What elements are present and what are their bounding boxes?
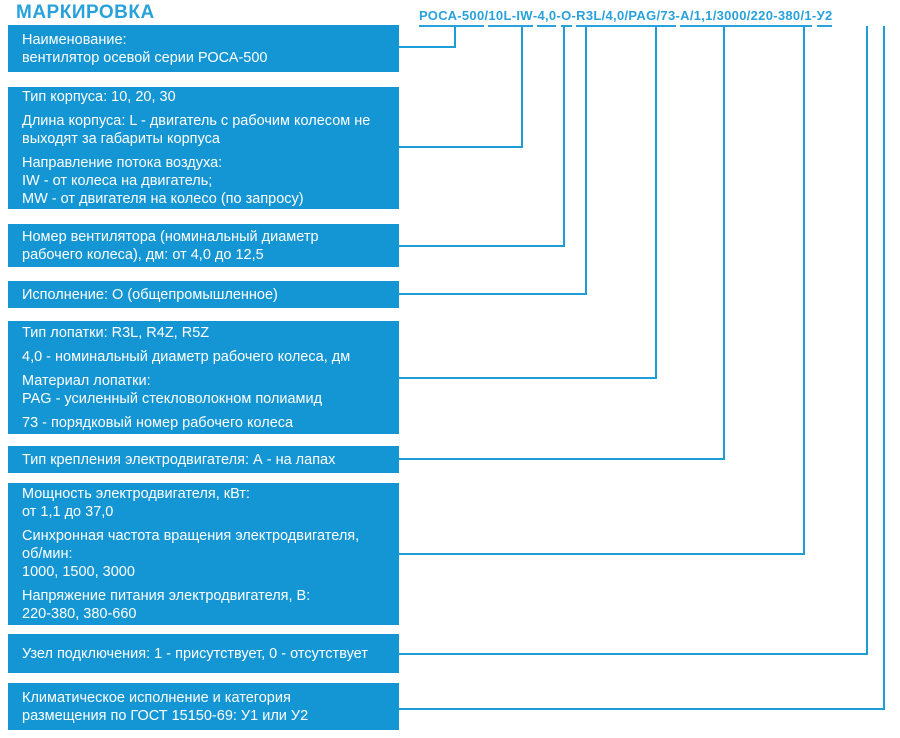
box-airflow-direction: Направление потока воздуха: IW - от коле…	[22, 155, 304, 207]
box-fan-number-text: Номер вентилятора (номинальный диаметр р…	[22, 228, 319, 263]
connector-blade-horizontal	[399, 377, 657, 379]
code-separator: -	[532, 8, 538, 23]
connector-connection-unit-horizontal	[399, 653, 868, 655]
connector-climatic-horizontal	[399, 708, 885, 710]
connector-blade-vertical	[655, 26, 657, 379]
connector-climatic-vertical	[883, 26, 885, 710]
connector-connection-unit-vertical	[866, 26, 868, 655]
box-design-text: Исполнение: О (общепромышленное)	[22, 286, 278, 303]
code-segment: 10L-IW	[488, 8, 533, 27]
box-motor-mount-text: Тип крепления электродвигателя: А - на л…	[22, 451, 336, 468]
box-connection-unit: Узел подключения: 1 - присутствует, 0 - …	[8, 634, 399, 673]
code-separator: -	[675, 8, 681, 23]
connector-design-vertical	[585, 26, 587, 295]
connector-housing-vertical	[521, 26, 523, 148]
box-motor-speed: Синхронная частота вращения электродвига…	[22, 528, 360, 580]
box-connection-unit-text: Узел подключения: 1 - присутствует, 0 - …	[22, 645, 368, 662]
connector-motor-mount-vertical	[723, 26, 725, 460]
code-segment: R3L/4,0/PAG/73	[576, 8, 676, 27]
connector-fan-number-horizontal	[399, 245, 565, 247]
code-separator: -	[556, 8, 562, 23]
box-housing-type: Тип корпуса: 10, 20, 30	[22, 89, 176, 105]
code-separator: /	[484, 8, 489, 23]
box-climatic-text: Климатическое исполнение и категория раз…	[22, 689, 309, 724]
connector-housing-horizontal	[399, 146, 523, 148]
box-housing-length: Длина корпуса: L - двигатель с рабочим к…	[22, 113, 371, 147]
connector-name-vertical	[454, 26, 456, 48]
box-motor-power: Мощность электродвигателя, кВт: от 1,1 д…	[22, 486, 250, 520]
code-segment: А/1,1/3000/220-380/1	[680, 8, 812, 27]
box-design: Исполнение: О (общепромышленное)	[8, 281, 399, 308]
code-separator: -	[811, 8, 817, 23]
connector-fan-number-vertical	[563, 26, 565, 247]
box-blade: Тип лопатки: R3L, R4Z, R5Z 4,0 - номинал…	[8, 321, 399, 434]
connector-design-horizontal	[399, 293, 587, 295]
box-housing: Тип корпуса: 10, 20, 30 Длина корпуса: L…	[8, 87, 399, 209]
box-motor-electrical: Мощность электродвигателя, кВт: от 1,1 д…	[8, 483, 399, 625]
marking-code: РОСА-500/10L-IW-4,0-О-R3L/4,0/PAG/73-А/1…	[419, 8, 833, 27]
box-climatic: Климатическое исполнение и категория раз…	[8, 683, 399, 730]
code-segment: О	[561, 8, 572, 27]
connector-motor-electrical-horizontal	[399, 553, 805, 555]
box-motor-mount: Тип крепления электродвигателя: А - на л…	[8, 446, 399, 473]
box-impeller-number: 73 - порядковый номер рабочего колеса	[22, 414, 294, 431]
page-title: МАРКИРОВКА	[16, 2, 155, 23]
box-name-text: Наименование: вентилятор осевой серии РО…	[22, 31, 268, 66]
connector-motor-electrical-vertical	[803, 26, 805, 555]
box-blade-material: Материал лопатки: PAG - усиленный стекло…	[22, 372, 323, 407]
connector-motor-mount-horizontal	[399, 458, 725, 460]
box-name: Наименование: вентилятор осевой серии РО…	[8, 25, 399, 72]
box-motor-voltage: Напряжение питания электродвигателя, В: …	[22, 588, 311, 622]
code-segment: У2	[816, 8, 833, 27]
code-separator: -	[571, 8, 577, 23]
code-segment: 4,0	[537, 8, 557, 27]
connector-name-horizontal	[399, 46, 456, 48]
code-segment: РОСА-500	[419, 8, 485, 27]
box-blade-type: Тип лопатки: R3L, R4Z, R5Z	[22, 324, 210, 341]
box-blade-diameter: 4,0 - номинальный диаметр рабочего колес…	[22, 348, 351, 365]
box-fan-number: Номер вентилятора (номинальный диаметр р…	[8, 224, 399, 267]
